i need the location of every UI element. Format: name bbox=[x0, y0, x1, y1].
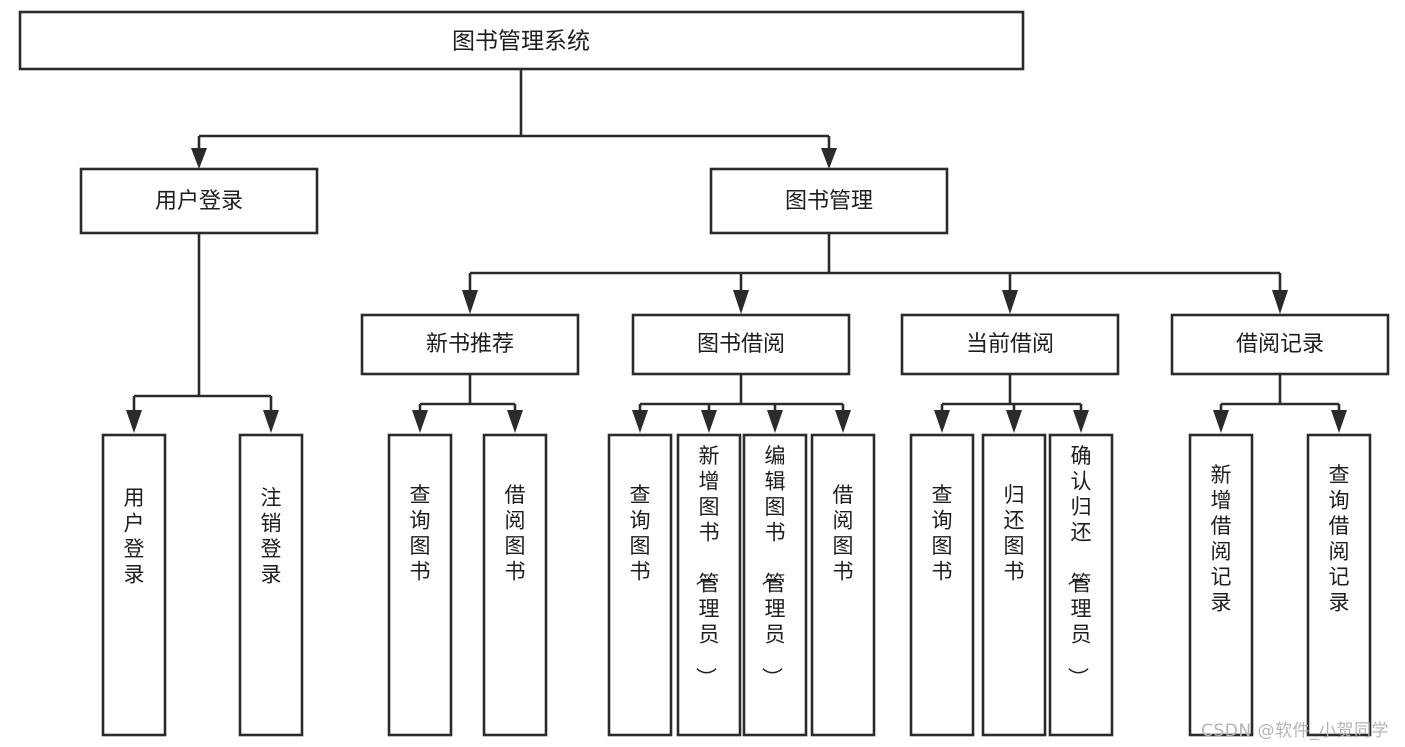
leaf-borrow-add[interactable]: 新增图书（管理员） bbox=[676, 433, 742, 737]
arrow-head-leaf-cur-confirm bbox=[1073, 410, 1089, 433]
arrow-head-book-manage bbox=[821, 148, 837, 169]
node-borrow-record[interactable]: 借阅记录 bbox=[1170, 313, 1390, 376]
leaf-cur-confirm[interactable]: 确认归还（管理员） bbox=[1048, 433, 1114, 737]
leaf-borrow-do-box[interactable] bbox=[810, 433, 876, 737]
arrow-head-leaf-borrow-edit bbox=[767, 410, 783, 433]
leaf-borrow-do-label: 借阅图书 bbox=[833, 483, 854, 584]
node-borrow-record-box[interactable] bbox=[1170, 313, 1390, 376]
node-new-book-rec-box[interactable] bbox=[360, 313, 580, 376]
node-user-login[interactable]: 用户登录 bbox=[79, 167, 319, 235]
leaf-cur-confirm-box[interactable] bbox=[1048, 433, 1114, 737]
arrow-head-leaf-rec-query bbox=[412, 410, 428, 433]
node-user-login-label: 用户登录 bbox=[155, 189, 243, 214]
node-current-borrow[interactable]: 当前借阅 bbox=[900, 313, 1120, 376]
arrow-head-leaf-borrow-do bbox=[835, 410, 851, 433]
leaf-cur-return-box[interactable] bbox=[981, 433, 1047, 737]
node-root-label: 图书管理系统 bbox=[452, 29, 590, 55]
leaf-cur-return[interactable]: 归还图书 bbox=[981, 433, 1047, 737]
node-new-book-rec-label: 新书推荐 bbox=[426, 332, 514, 357]
node-user-login-box[interactable] bbox=[79, 167, 319, 235]
arrow-head-leaf-user-login bbox=[126, 410, 142, 433]
arrow-head-leaf-user-logout bbox=[263, 410, 279, 433]
leaf-borrow-edit-label: 编辑图书（管理员） bbox=[760, 444, 786, 688]
node-root-box[interactable] bbox=[18, 10, 1025, 71]
node-book-manage-label: 图书管理 bbox=[785, 189, 873, 214]
leaf-rec-add-label: 新增借阅记录 bbox=[1211, 463, 1232, 615]
leaf-borrow-do[interactable]: 借阅图书 bbox=[810, 433, 876, 737]
leaf-rec-add[interactable]: 新增借阅记录 bbox=[1188, 433, 1254, 737]
leaf-user-logout-label: 注销登录 bbox=[261, 486, 282, 587]
node-borrow-record-label: 借阅记录 bbox=[1236, 332, 1324, 357]
leaf-cur-return-label: 归还图书 bbox=[1004, 483, 1025, 584]
leaf-borrow-query-box[interactable] bbox=[607, 433, 673, 737]
leaf-cur-query[interactable]: 查询图书 bbox=[909, 433, 975, 737]
leaf-rec-search[interactable]: 查询借阅记录 bbox=[1306, 433, 1372, 737]
leaf-rec-search-box[interactable] bbox=[1306, 433, 1372, 737]
leaf-user-login-label: 用户登录 bbox=[124, 486, 145, 587]
leaf-cur-query-box[interactable] bbox=[909, 433, 975, 737]
leaf-user-login-box[interactable] bbox=[101, 433, 167, 737]
arrow-head-new-book-rec bbox=[462, 290, 478, 314]
leaf-rec-search-label: 查询借阅记录 bbox=[1329, 463, 1350, 615]
csdn-watermark: CSDN @软件_小贺同学 bbox=[1201, 721, 1389, 741]
leaf-rec-query[interactable]: 查询图书 bbox=[387, 433, 453, 737]
leaf-borrow-query-label: 查询图书 bbox=[630, 483, 651, 584]
leaf-rec-query-label: 查询图书 bbox=[410, 483, 431, 584]
arrow-head-leaf-rec-search bbox=[1331, 410, 1347, 433]
leaf-borrow-edit[interactable]: 编辑图书（管理员） bbox=[742, 433, 808, 737]
node-root[interactable]: 图书管理系统 bbox=[18, 10, 1025, 71]
node-book-borrow[interactable]: 图书借阅 bbox=[631, 313, 851, 376]
arrow-head-current-borrow bbox=[1002, 290, 1018, 314]
leaf-cur-query-label: 查询图书 bbox=[932, 483, 953, 584]
arrow-head-leaf-rec-add bbox=[1213, 410, 1229, 433]
connector-layer bbox=[126, 69, 1347, 433]
arrow-head-leaf-borrow-add bbox=[701, 410, 717, 433]
leaf-rec-query-box[interactable] bbox=[387, 433, 453, 737]
arrow-head-user-login bbox=[191, 148, 207, 169]
arrow-head-leaf-cur-query bbox=[934, 410, 950, 433]
node-book-manage-box[interactable] bbox=[709, 167, 949, 235]
leaf-user-login[interactable]: 用户登录 bbox=[101, 433, 167, 737]
arrow-head-borrow-record bbox=[1272, 290, 1288, 314]
leaf-user-logout-box[interactable] bbox=[238, 433, 304, 737]
node-current-borrow-label: 当前借阅 bbox=[966, 332, 1054, 357]
node-book-manage[interactable]: 图书管理 bbox=[709, 167, 949, 235]
arrow-head-leaf-cur-return bbox=[1006, 410, 1022, 433]
leaf-cur-confirm-label: 确认归还（管理员） bbox=[1066, 444, 1092, 688]
leaf-rec-borrow-box[interactable] bbox=[482, 433, 548, 737]
node-book-borrow-box[interactable] bbox=[631, 313, 851, 376]
node-new-book-rec[interactable]: 新书推荐 bbox=[360, 313, 580, 376]
arrow-head-book-borrow bbox=[733, 290, 749, 314]
arrow-head-leaf-rec-borrow bbox=[507, 410, 523, 433]
leaf-node-layer: 用户登录 注销登录 查询图书 借阅图书 查询图书 新增图书（管理员） bbox=[101, 433, 1372, 737]
arrow-head-leaf-borrow-query bbox=[632, 410, 648, 433]
node-book-borrow-label: 图书借阅 bbox=[697, 332, 785, 357]
leaf-user-logout[interactable]: 注销登录 bbox=[238, 433, 304, 737]
leaf-borrow-add-box[interactable] bbox=[676, 433, 742, 737]
leaf-borrow-edit-box[interactable] bbox=[742, 433, 808, 737]
leaf-borrow-query[interactable]: 查询图书 bbox=[607, 433, 673, 737]
leaf-rec-borrow-label: 借阅图书 bbox=[505, 483, 526, 584]
node-current-borrow-box[interactable] bbox=[900, 313, 1120, 376]
leaf-borrow-add-label: 新增图书（管理员） bbox=[694, 444, 720, 688]
leaf-rec-add-box[interactable] bbox=[1188, 433, 1254, 737]
leaf-rec-borrow[interactable]: 借阅图书 bbox=[482, 433, 548, 737]
